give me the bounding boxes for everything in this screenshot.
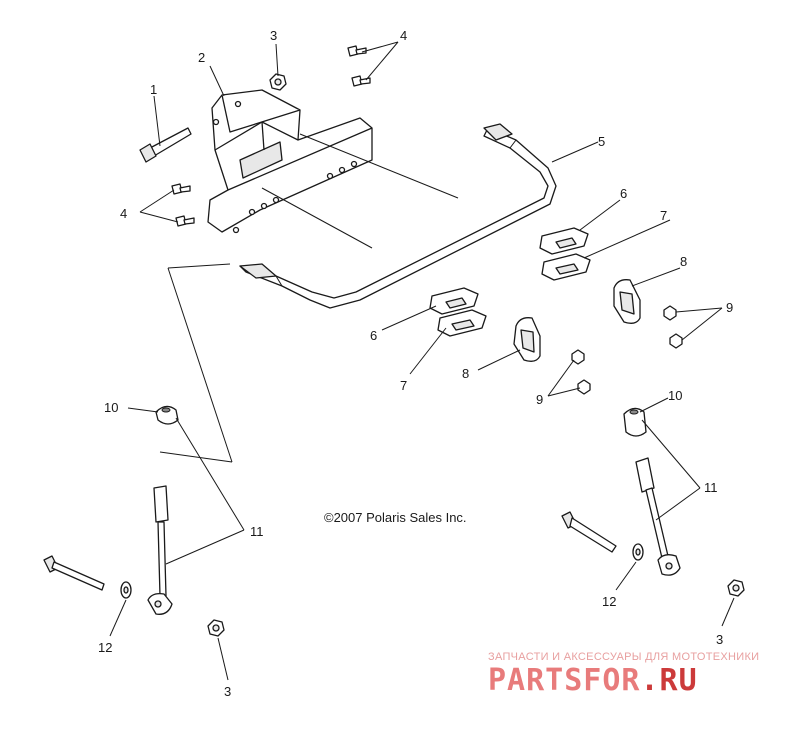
leader-lines: [109, 41, 735, 681]
callout-7-left: 7: [400, 378, 407, 393]
callout-1: 1: [150, 82, 157, 97]
bushing-right: [539, 227, 591, 281]
nuts-part-9: [571, 305, 683, 395]
callout-3-top: 3: [270, 28, 277, 43]
watermark-brand: PARTSFOR.RU: [488, 663, 698, 698]
callout-9-right: 9: [726, 300, 733, 315]
watermark: ЗАПЧАСТИ И АКСЕССУАРЫ ДЛЯ МОТОТЕХНИКИ PA…: [488, 651, 759, 698]
washer-part-12-right: [632, 543, 644, 561]
bushing-part-10-right: [623, 407, 647, 437]
callout-4-top: 4: [400, 28, 407, 43]
link-part-11-left: [147, 485, 173, 615]
watermark-brand-suffix: .RU: [641, 663, 698, 698]
callout-7-right: 7: [660, 208, 667, 223]
callout-10-right: 10: [668, 388, 682, 403]
screws-part-4-top: [347, 45, 371, 87]
nut-part-3-top: [269, 73, 287, 91]
bushing-left: [429, 287, 487, 337]
clamp-plate-right: [613, 279, 641, 324]
nut-part-3-lower-left: [207, 619, 225, 637]
callout-labels: 1 2 3 4 4 5 6 7 8 9 6 7 8 9 10 10 11 11 …: [98, 28, 733, 699]
screws-part-4-left: [171, 183, 195, 227]
link-part-11-right: [635, 457, 681, 576]
callout-3-right: 3: [716, 632, 723, 647]
bushing-part-10-left: [155, 405, 179, 425]
bolt-lower-right: [561, 511, 617, 553]
nut-part-3-lower-right: [727, 579, 745, 597]
callout-10-left: 10: [104, 400, 118, 415]
callout-11-left: 11: [250, 524, 264, 539]
callout-4-left: 4: [120, 206, 127, 221]
watermark-brand-main: PARTSFOR: [488, 663, 641, 698]
stabilizer-bar: [239, 123, 557, 309]
callout-11-right: 11: [704, 480, 718, 495]
callout-8-right: 8: [680, 254, 687, 269]
bolt-lower-left: [43, 555, 105, 591]
callout-12-right: 12: [602, 594, 616, 609]
callout-12-left: 12: [98, 640, 112, 655]
watermark-tagline: ЗАПЧАСТИ И АКСЕССУАРЫ ДЛЯ МОТОТЕХНИКИ: [488, 651, 759, 663]
callout-6-right: 6: [620, 186, 627, 201]
washer-part-12-left: [120, 581, 132, 599]
callout-2: 2: [198, 50, 205, 65]
callout-8-left: 8: [462, 366, 469, 381]
callout-9-left: 9: [536, 392, 543, 407]
bolt-part-1: [139, 127, 192, 163]
copyright-text: ©2007 Polaris Sales Inc.: [324, 510, 467, 525]
callout-5: 5: [598, 134, 605, 149]
mounting-bracket: [207, 89, 373, 234]
clamp-plate-left: [513, 317, 541, 362]
callout-6-left: 6: [370, 328, 377, 343]
callout-3-left: 3: [224, 684, 231, 699]
